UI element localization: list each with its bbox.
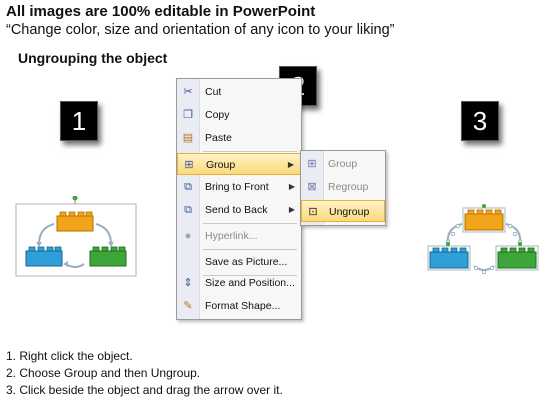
- menu-item-label: Size and Position...: [205, 277, 295, 289]
- ungroup-icon: ⊡: [308, 206, 318, 218]
- menu-item-label: Paste: [205, 132, 232, 144]
- green-block: [89, 246, 127, 267]
- rotate-handle[interactable]: [518, 242, 522, 246]
- step-1: 1. Right click the object.: [6, 349, 133, 363]
- paste-icon: ▤: [182, 132, 194, 144]
- section-title: Ungrouping the object: [18, 50, 168, 66]
- menu-item-size-and-position[interactable]: ⇕ Size and Position...: [177, 272, 301, 294]
- menu-item-label: Copy: [205, 109, 230, 121]
- send-to-back-icon: ⧉: [184, 204, 192, 216]
- menu-item-label: Group: [206, 159, 236, 171]
- context-menu: ✂ Cut ❐ Copy ▤ Paste ⊞ Group ▶ ⧉ Bring t…: [176, 78, 302, 320]
- format-shape-icon: ✎: [183, 300, 193, 312]
- submenu-item-group[interactable]: ⊞ Group: [301, 153, 385, 175]
- group-icon: ⊞: [307, 158, 317, 170]
- menu-item-label: Bring to Front: [205, 181, 269, 193]
- blue-block[interactable]: [427, 245, 471, 271]
- submenu-arrow-icon: ▶: [287, 160, 294, 169]
- menu-item-hyperlink[interactable]: ● Hyperlink...: [177, 225, 301, 247]
- copy-icon: ❐: [183, 109, 193, 121]
- orange-block: [56, 211, 94, 232]
- menu-item-label: Hyperlink...: [205, 230, 258, 242]
- submenu-arrow-icon: ▶: [288, 182, 295, 191]
- green-block[interactable]: [495, 245, 539, 271]
- menu-item-paste[interactable]: ▤ Paste: [177, 127, 301, 149]
- instruction-steps: 1. Right click the object. 2. Choose Gro…: [6, 348, 283, 399]
- hyperlink-icon: ●: [184, 230, 192, 242]
- menu-item-label: Format Shape...: [205, 300, 281, 312]
- submenu-item-label: Ungroup: [329, 206, 370, 218]
- submenu-item-label: Group: [328, 158, 358, 170]
- menu-item-label: Cut: [205, 86, 222, 98]
- ungrouped-blocks-diagram[interactable]: [420, 204, 550, 280]
- menu-item-send-to-back[interactable]: ⧉ Send to Back ▶: [177, 199, 301, 221]
- bring-to-front-icon: ⧉: [184, 181, 192, 193]
- menu-item-save-as-picture[interactable]: Save as Picture...: [177, 251, 301, 273]
- submenu-arrow-icon: ▶: [288, 205, 295, 214]
- menu-item-group[interactable]: ⊞ Group ▶: [177, 153, 301, 175]
- step-badge-1: 1: [60, 101, 98, 141]
- step-2: 2. Choose Group and then Ungroup.: [6, 366, 201, 380]
- group-icon: ⊞: [184, 159, 194, 171]
- menu-item-copy[interactable]: ❐ Copy: [177, 104, 301, 126]
- menu-item-format-shape[interactable]: ✎ Format Shape...: [177, 295, 301, 317]
- blue-block: [25, 246, 63, 267]
- group-submenu: ⊞ Group ⊠ Regroup ⊡ Ungroup: [300, 150, 386, 226]
- page-subtitle: “Change color, size and orientation of a…: [6, 22, 395, 38]
- menu-item-cut[interactable]: ✂ Cut: [177, 81, 301, 103]
- selection-box: [15, 203, 137, 277]
- scissors-icon: ✂: [183, 86, 193, 98]
- submenu-item-regroup[interactable]: ⊠ Regroup: [301, 176, 385, 198]
- page-title: All images are 100% editable in PowerPoi…: [6, 3, 316, 20]
- menu-item-bring-to-front[interactable]: ⧉ Bring to Front ▶: [177, 176, 301, 198]
- rotate-handle[interactable]: [72, 196, 78, 201]
- regroup-icon: ⊠: [307, 181, 317, 193]
- orange-block[interactable]: [462, 207, 506, 233]
- submenu-item-ungroup[interactable]: ⊡ Ungroup: [301, 200, 385, 222]
- menu-item-label: Save as Picture...: [205, 256, 288, 268]
- step-3: 3. Click beside the object and drag the …: [6, 383, 283, 397]
- step-badge-3: 3: [461, 101, 499, 141]
- menu-item-label: Send to Back: [205, 204, 268, 216]
- grouped-blocks-diagram[interactable]: [14, 196, 138, 278]
- size-position-icon: ⇕: [183, 277, 193, 289]
- submenu-item-label: Regroup: [328, 181, 369, 193]
- rotate-handle[interactable]: [482, 204, 486, 208]
- rotate-handle[interactable]: [446, 242, 450, 246]
